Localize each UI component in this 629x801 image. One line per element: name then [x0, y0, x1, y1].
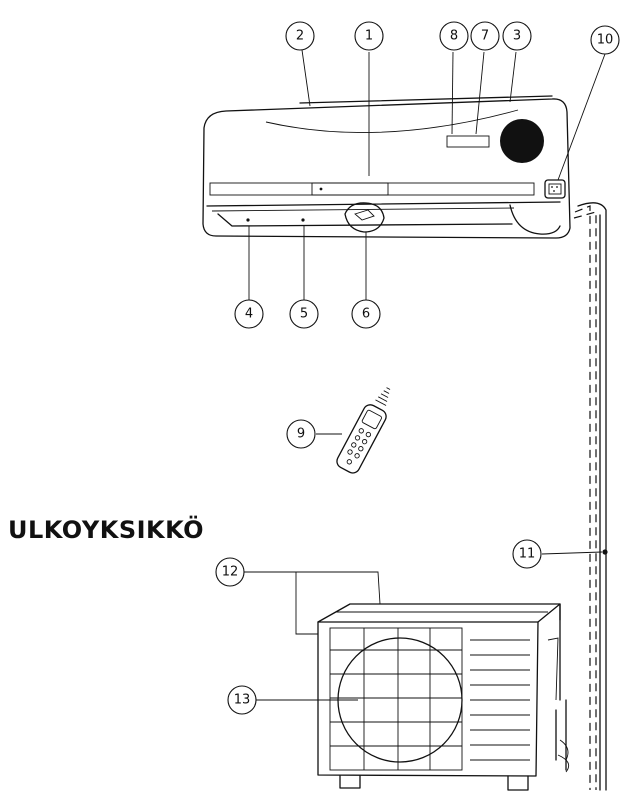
remote-control [336, 387, 391, 474]
svg-text:9: 9 [297, 427, 305, 442]
callout-13: 13 [227, 685, 257, 715]
callout-2: 2 [285, 21, 315, 51]
svg-text:10: 10 [597, 33, 614, 48]
svg-text:4: 4 [245, 307, 253, 322]
svg-text:1: 1 [365, 29, 373, 44]
svg-text:2: 2 [296, 29, 304, 44]
svg-text:3: 3 [513, 29, 521, 44]
svg-text:11: 11 [519, 547, 536, 562]
callout-12: 12 [215, 557, 245, 587]
leader-lines [244, 49, 606, 701]
outdoor-unit [317, 603, 570, 791]
callout-6: 6 [351, 299, 381, 329]
svg-text:6: 6 [362, 307, 370, 322]
callout-7: 7 [470, 21, 500, 51]
callout-3: 3 [502, 21, 532, 51]
callout-4: 4 [234, 299, 264, 329]
callout-10: 10 [590, 25, 620, 55]
callout-9: 9 [286, 419, 316, 449]
svg-text:8: 8 [450, 29, 458, 44]
callout-11: 11 [512, 539, 542, 569]
connecting-pipes [573, 202, 608, 791]
callout-1: 1 [354, 21, 384, 51]
svg-text:7: 7 [481, 29, 489, 44]
callout-5: 5 [289, 299, 319, 329]
callout-8: 8 [439, 21, 469, 51]
svg-text:13: 13 [234, 693, 251, 708]
svg-text:5: 5 [300, 307, 308, 322]
svg-text:12: 12 [222, 565, 239, 580]
indoor-unit [202, 95, 571, 239]
outdoor-unit-heading: ULKOYKSIKKÖ [8, 516, 205, 544]
